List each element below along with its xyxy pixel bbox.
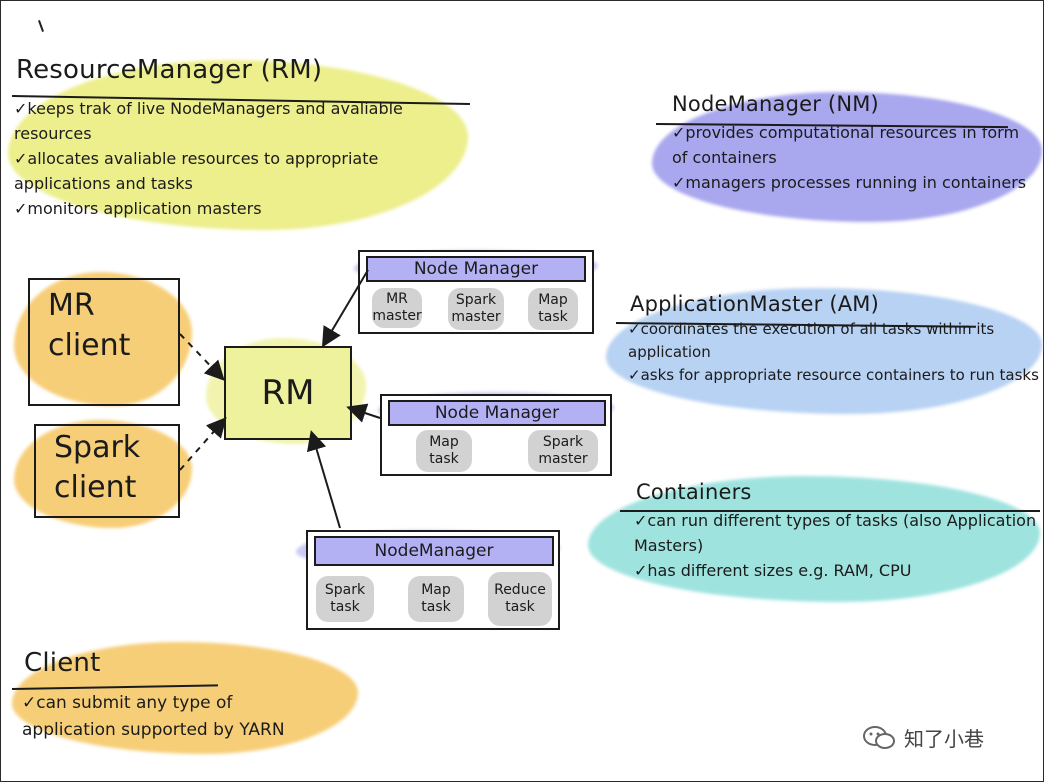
containers-item-1-cont: Masters) bbox=[634, 536, 704, 555]
rm-item-1-cont: resources bbox=[14, 124, 92, 143]
nm-panel-title: NodeManager (NM) bbox=[672, 92, 879, 116]
am-panel-title: ApplicationMaster (AM) bbox=[630, 292, 879, 316]
client-panel-list: ✓can submit any type of application supp… bbox=[22, 690, 285, 744]
node-manager-2: Node Manager Map task Spark master bbox=[380, 394, 612, 476]
wechat-icon bbox=[863, 725, 895, 749]
nm2-task-1-line-2: task bbox=[429, 451, 459, 467]
node-manager-2-title: Node Manager bbox=[388, 400, 606, 426]
am-panel-list: ✓coordinates the execution of all tasks … bbox=[628, 318, 1039, 387]
am-item-2: ✓asks for appropriate resource container… bbox=[628, 366, 1039, 384]
nm3-task-1: Spark task bbox=[316, 576, 374, 622]
nm3-task-2: Map task bbox=[408, 576, 464, 622]
containers-highlight bbox=[588, 476, 1040, 602]
rm-panel-title: ResourceManager (RM) bbox=[16, 55, 323, 85]
nm-panel-list: ✓provides computational resources in for… bbox=[672, 120, 1026, 195]
nm1-task-2-line-2: master bbox=[451, 309, 501, 325]
am-item-1: ✓coordinates the execution of all tasks … bbox=[628, 320, 995, 338]
nm-item-1-cont: of containers bbox=[672, 148, 777, 167]
nm1-task-2: Spark master bbox=[448, 288, 504, 330]
rm-box-label: RM bbox=[261, 373, 315, 413]
node-manager-1-title: Node Manager bbox=[366, 256, 586, 282]
containers-item-1: ✓can run different types of tasks (also … bbox=[634, 511, 1037, 530]
nm3-task-3-line-2: task bbox=[505, 599, 535, 615]
node-manager-3: NodeManager Spark task Map task Reduce t… bbox=[306, 530, 560, 630]
client-item-1: ✓can submit any type of bbox=[22, 693, 233, 713]
am-item-1-cont: application bbox=[628, 343, 711, 361]
node-manager-3-title: NodeManager bbox=[314, 536, 554, 566]
spark-client-line-2: client bbox=[54, 470, 137, 505]
node-manager-1: Node Manager MR master Spark master Map … bbox=[358, 250, 594, 334]
containers-panel-list: ✓can run different types of tasks (also … bbox=[634, 508, 1036, 583]
nm-highlight bbox=[652, 92, 1042, 222]
nm1-task-1-line-1: MR bbox=[386, 291, 408, 307]
nm-item-1: ✓provides computational resources in for… bbox=[672, 123, 1020, 142]
spark-client-box: Spark client bbox=[34, 424, 180, 518]
nm2-task-2-line-2: master bbox=[538, 451, 588, 467]
nm3-task-1-line-1: Spark bbox=[324, 582, 366, 598]
client-panel-title: Client bbox=[24, 648, 101, 678]
nm3-task-2-line-1: Map bbox=[421, 582, 451, 598]
nm1-task-3: Map task bbox=[528, 288, 578, 330]
am-highlight bbox=[606, 288, 1042, 414]
spark-client-line-1: Spark bbox=[54, 430, 141, 465]
spark-client-highlight bbox=[14, 420, 192, 528]
rm-item-3: ✓monitors application masters bbox=[14, 199, 262, 218]
nm3-task-1-line-2: task bbox=[330, 599, 360, 615]
nm1-task-2-line-1: Spark bbox=[455, 292, 497, 308]
client-item-1-cont: application supported by YARN bbox=[22, 720, 285, 740]
rm-box: RM bbox=[224, 346, 352, 440]
containers-item-2: ✓has different sizes e.g. RAM, CPU bbox=[634, 561, 912, 580]
nm1-task-3-line-2: task bbox=[538, 309, 568, 325]
nm3-task-3-line-1: Reduce bbox=[494, 582, 546, 598]
rm-panel-list: ✓keeps trak of live NodeManagers and ava… bbox=[14, 96, 403, 221]
nm2-task-1: Map task bbox=[416, 430, 472, 472]
nm2-task-1-line-1: Map bbox=[429, 434, 459, 450]
nm1-task-1-line-2: master bbox=[372, 308, 422, 324]
rm-highlight bbox=[8, 60, 468, 230]
rm-item-1: ✓keeps trak of live NodeManagers and ava… bbox=[14, 99, 403, 118]
nm2-task-2: Spark master bbox=[528, 430, 598, 472]
nm3-task-2-line-2: task bbox=[421, 599, 451, 615]
nm-item-2: ✓managers processes running in container… bbox=[672, 173, 1027, 192]
mr-client-line-1: MR bbox=[48, 288, 95, 323]
mr-client-highlight bbox=[14, 272, 192, 406]
containers-panel-title: Containers bbox=[636, 480, 752, 504]
mr-client-box: MR client bbox=[28, 278, 180, 406]
nm1-task-1: MR master bbox=[372, 288, 422, 328]
rm-item-2-cont: applications and tasks bbox=[14, 174, 193, 193]
mr-client-line-2: client bbox=[48, 328, 131, 363]
watermark-text: 知了小巷 bbox=[904, 727, 984, 751]
client-highlight bbox=[12, 642, 358, 754]
containers-panel-underline bbox=[620, 510, 1040, 512]
nm2-task-2-line-1: Spark bbox=[542, 434, 584, 450]
nm1-task-3-line-1: Map bbox=[538, 292, 568, 308]
watermark: 知了小巷 bbox=[862, 723, 984, 752]
nm3-task-3: Reduce task bbox=[488, 572, 552, 626]
rm-item-2: ✓allocates avaliable resources to approp… bbox=[14, 149, 379, 168]
